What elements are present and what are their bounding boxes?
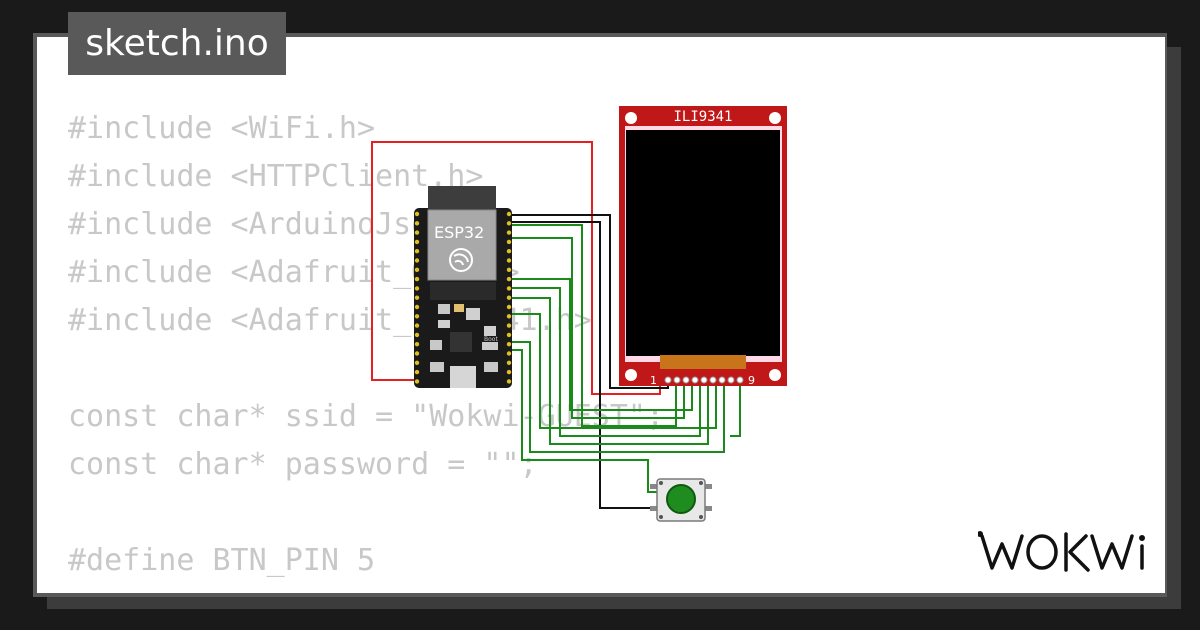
push-button[interactable] [650, 478, 712, 522]
esp32-pin[interactable] [506, 211, 512, 217]
esp32-pin[interactable] [506, 230, 512, 235]
esp32-pin[interactable] [506, 249, 512, 254]
ili9341-display[interactable]: ILI9341 1 9 [619, 106, 787, 387]
esp32-pin[interactable] [506, 332, 512, 338]
esp32-pin[interactable] [506, 360, 512, 365]
esp32-pin[interactable] [414, 239, 420, 245]
display-pin[interactable] [736, 376, 744, 384]
esp32-pin[interactable] [506, 369, 512, 375]
code-line: #define BTN_PIN 5 [68, 543, 376, 578]
wire-green[interactable] [508, 349, 658, 493]
esp32-pin[interactable] [506, 314, 512, 319]
wire-green[interactable] [508, 297, 709, 445]
esp32-board[interactable]: ESP32 Boot [414, 186, 512, 388]
sketch-tab[interactable]: sketch.ino [68, 12, 286, 75]
display-pin[interactable] [682, 376, 690, 384]
wokwi-logo [978, 531, 1145, 572]
esp32-pin[interactable] [506, 286, 512, 291]
frame-shadow-right [1167, 47, 1181, 609]
esp32-pin[interactable] [506, 304, 512, 310]
esp32-pin[interactable] [414, 267, 420, 272]
wire-green[interactable] [508, 224, 677, 427]
esp32-pin[interactable] [414, 323, 420, 328]
display-pin[interactable] [664, 376, 672, 384]
display-pin-header [664, 376, 744, 384]
esp32-pin[interactable] [414, 249, 420, 254]
pin-label-first: 1 [650, 374, 657, 387]
boot-label: Boot [484, 336, 498, 343]
esp32-pin[interactable] [414, 295, 420, 300]
wire-green[interactable] [508, 237, 685, 419]
frame-shadow-bottom [47, 597, 1181, 609]
esp32-pin[interactable] [414, 332, 420, 338]
esp32-pin[interactable] [506, 267, 512, 272]
code-line: const char* password = ""; [68, 447, 538, 482]
display-pin[interactable] [727, 376, 735, 384]
esp32-pin[interactable] [506, 379, 512, 384]
wire-green[interactable] [508, 341, 725, 453]
esp32-pin[interactable] [414, 211, 420, 217]
esp32-pin[interactable] [414, 314, 420, 319]
display-pin[interactable] [673, 376, 681, 384]
esp32-pin[interactable] [506, 221, 512, 226]
button-cap[interactable] [666, 484, 696, 514]
esp32-pin[interactable] [414, 342, 420, 347]
display-pin[interactable] [709, 376, 717, 384]
esp32-pin[interactable] [414, 258, 420, 263]
esp32-pin[interactable] [414, 351, 420, 356]
code-line: #include <WiFi.h> [68, 111, 376, 146]
esp32-pin[interactable] [506, 276, 512, 282]
tft-screen [626, 130, 780, 356]
esp32-pin[interactable] [414, 360, 420, 365]
code-line: #define TFT_DC 2 [68, 585, 664, 593]
display-label: ILI9341 [673, 109, 732, 125]
wire-green[interactable] [730, 382, 741, 437]
code-editor[interactable]: #include <WiFi.h>#include <HTTPClient.h>… [68, 105, 664, 593]
display-pin[interactable] [718, 376, 726, 384]
esp32-pin[interactable] [414, 221, 420, 226]
display-pin[interactable] [700, 376, 708, 384]
esp32-pin[interactable] [414, 304, 420, 310]
esp32-pin[interactable] [414, 286, 420, 291]
code-line: #include <Adafruit_ILI9341.h> [68, 303, 592, 338]
esp32-label: ESP32 [434, 223, 484, 242]
wire-green[interactable] [508, 313, 717, 429]
esp32-pin[interactable] [506, 351, 512, 356]
pin-label-last: 9 [748, 374, 755, 387]
esp32-pin[interactable] [414, 369, 420, 375]
code-line: const char* ssid = "Wokwi-GUEST"; [68, 399, 665, 434]
wire-green[interactable] [508, 287, 701, 437]
esp32-pin[interactable] [414, 276, 420, 282]
esp32-pin[interactable] [506, 239, 512, 245]
esp32-pin[interactable] [414, 379, 420, 384]
wire-green[interactable] [508, 278, 693, 411]
usb-port-icon [450, 366, 476, 388]
esp32-pin[interactable] [506, 323, 512, 328]
esp32-pin[interactable] [506, 295, 512, 300]
flex-cable [660, 355, 746, 369]
esp32-pin[interactable] [506, 342, 512, 347]
esp32-pin[interactable] [414, 230, 420, 235]
wire-red[interactable] [371, 141, 661, 395]
wire-black[interactable] [508, 221, 660, 509]
espressif-logo-icon [449, 248, 473, 272]
display-pin[interactable] [691, 376, 699, 384]
esp32-pin-headers [414, 211, 512, 384]
esp32-pin[interactable] [506, 258, 512, 263]
